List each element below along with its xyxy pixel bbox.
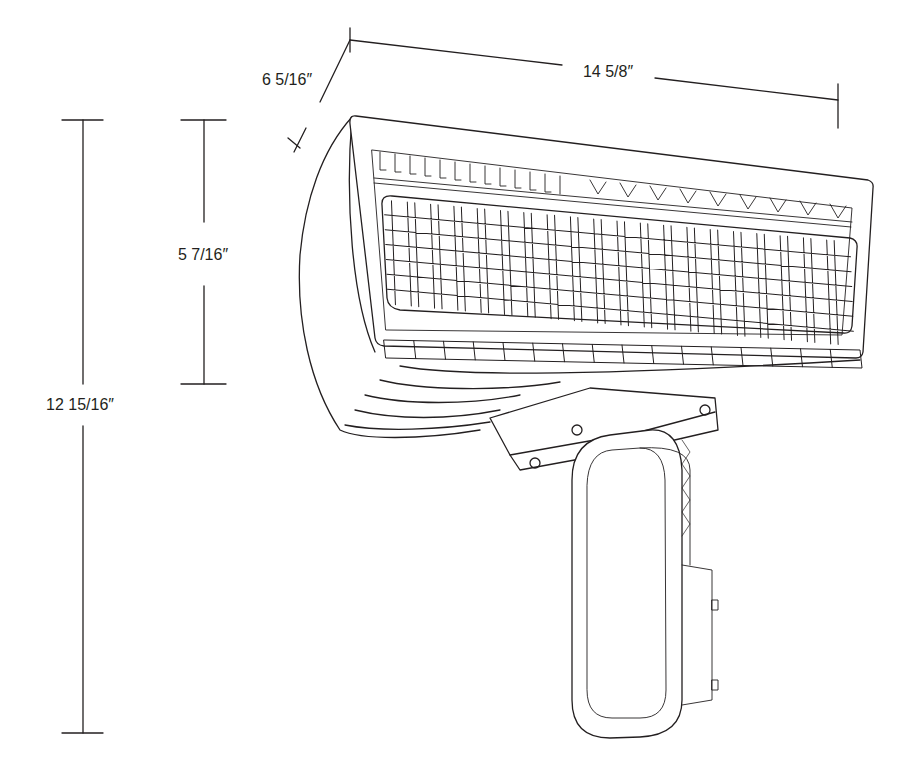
dimension-label: 12 15/16″	[44, 395, 116, 414]
mount-arm	[572, 430, 682, 738]
front-frame	[350, 116, 873, 358]
dimension-label: 5 7/16″	[176, 245, 230, 264]
dimension-label: 6 5/16″	[260, 70, 314, 89]
vent-slots	[380, 152, 846, 218]
dimension-label: 14 5/8″	[581, 62, 635, 81]
led-panel	[382, 196, 857, 333]
